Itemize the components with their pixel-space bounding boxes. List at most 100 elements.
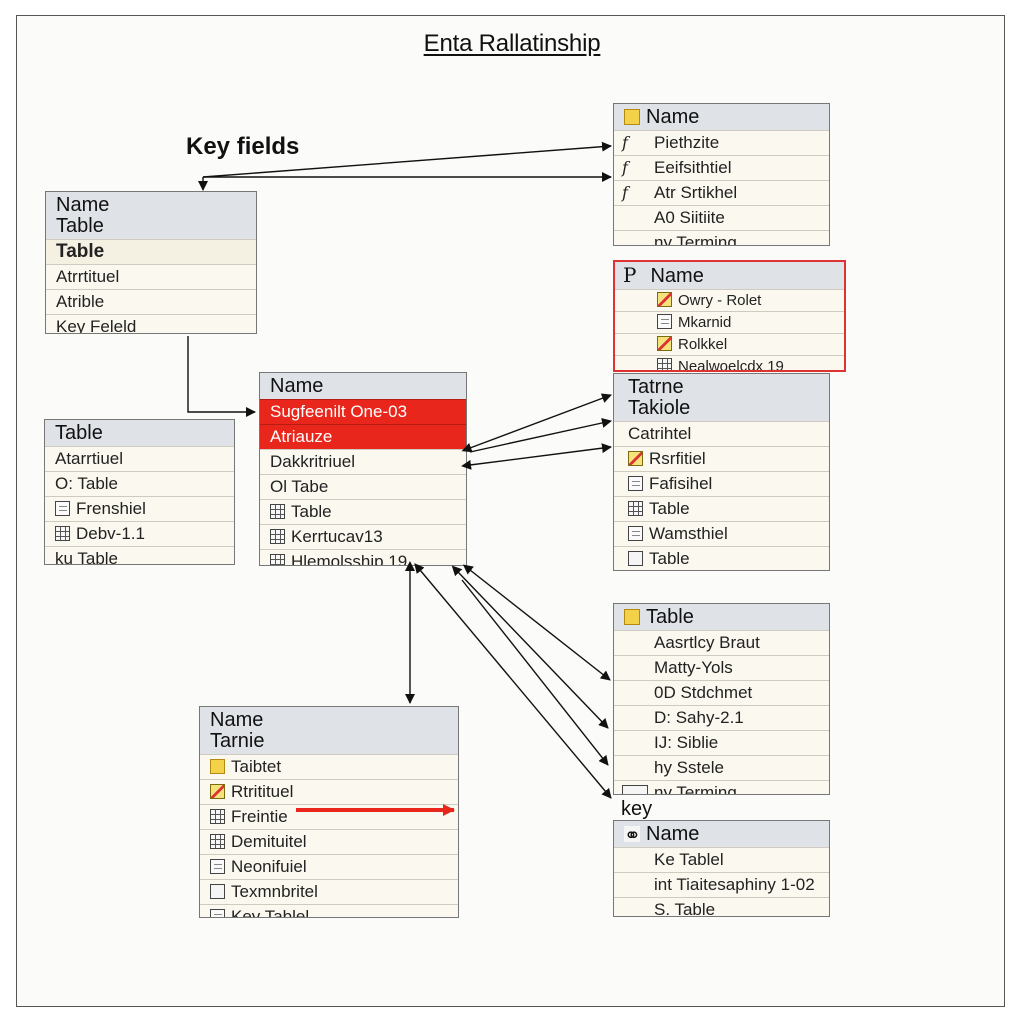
doc-icon bbox=[628, 476, 643, 491]
row-text: A0 Siitiite bbox=[654, 208, 725, 227]
edit-icon bbox=[657, 292, 672, 307]
entity-row[interactable]: Atrible bbox=[46, 289, 256, 314]
entity-header: Name Table bbox=[46, 192, 256, 239]
entity-table-2[interactable]: Table Atarrtiuel O: Table Frenshiel Debv… bbox=[44, 419, 235, 565]
entity-row[interactable]: Atarrtiuel bbox=[45, 446, 234, 471]
entity-row[interactable]: A0 Siitiite bbox=[614, 205, 829, 230]
entity-row[interactable]: D: Sahy-2.1 bbox=[614, 705, 829, 730]
entity-row[interactable]: Matty-Yols bbox=[614, 655, 829, 680]
grid-icon bbox=[210, 834, 225, 849]
entity-row[interactable]: ny Terming bbox=[614, 780, 829, 794]
entity-row[interactable]: Hlemolsship 19 bbox=[260, 549, 466, 565]
doc-icon bbox=[210, 909, 225, 917]
doc-icon bbox=[628, 526, 643, 541]
entity-table-right-lower[interactable]: Table Aasrtlcy Braut Matty-Yols 0D Stdch… bbox=[613, 603, 830, 795]
row-text: Wamsthiel bbox=[649, 524, 728, 543]
entity-header-line: Takiole bbox=[628, 397, 691, 419]
entity-row[interactable]: Ol Tabe bbox=[260, 474, 466, 499]
entity-header: Tatrne Takiole bbox=[614, 374, 829, 421]
entity-row[interactable]: Table bbox=[614, 546, 829, 570]
row-text: Demituitel bbox=[231, 832, 307, 851]
row-text: Fafisihel bbox=[649, 474, 713, 493]
entity-row[interactable]: Rolkkel bbox=[615, 333, 844, 355]
entity-row-highlighted[interactable]: Sugfeenilt One-03 bbox=[260, 399, 466, 424]
entity-header-line: Table bbox=[55, 422, 103, 444]
entity-row[interactable]: Table bbox=[614, 496, 829, 521]
row-text: Texmnbritel bbox=[231, 882, 318, 901]
link-icon bbox=[628, 551, 643, 566]
row-text: Eeifsithtiel bbox=[654, 158, 732, 177]
entity-row[interactable]: Kerrtucav13 bbox=[260, 524, 466, 549]
entity-row[interactable]: Key Tablel bbox=[200, 904, 458, 918]
entity-header-line: Name bbox=[650, 265, 704, 287]
row-text: Key Tablel bbox=[231, 907, 310, 918]
entity-header: Name bbox=[260, 373, 466, 399]
entity-row[interactable]: hy Sstele bbox=[614, 755, 829, 780]
entity-row[interactable]: O: Table bbox=[45, 471, 234, 496]
entity-row[interactable]: Key Feleld bbox=[46, 314, 256, 333]
row-text: Neonifuiel bbox=[231, 857, 307, 876]
entity-row[interactable]: Wamsthiel bbox=[614, 521, 829, 546]
entity-row[interactable]: Frenshiel bbox=[45, 496, 234, 521]
entity-row[interactable]: Neonifuiel bbox=[200, 854, 458, 879]
relationship-arrow bbox=[469, 418, 612, 453]
grid-icon bbox=[657, 358, 672, 370]
entity-header-line: Name bbox=[210, 709, 264, 731]
entity-row[interactable]: Table bbox=[46, 239, 256, 264]
entity-row[interactable]: Owry - Rolet bbox=[615, 289, 844, 311]
entity-header: ⚭Name bbox=[614, 821, 829, 847]
row-text: Freintie bbox=[231, 807, 288, 826]
key-fields-label: Key fields bbox=[186, 133, 300, 160]
entity-row[interactable]: S. Table bbox=[614, 897, 829, 916]
entity-row[interactable]: Rtritituel bbox=[200, 779, 458, 804]
edit-icon bbox=[628, 451, 643, 466]
link-icon bbox=[210, 859, 225, 874]
entity-row[interactable]: 0D Stdchmet bbox=[614, 680, 829, 705]
entity-table-right-middle[interactable]: Tatrne Takiole Catrihtel Rsrfitiel Fafis… bbox=[613, 373, 830, 571]
entity-row[interactable]: Ke Tablel bbox=[614, 847, 829, 872]
entity-row[interactable]: Table bbox=[260, 499, 466, 524]
entity-row[interactable]: ku Table bbox=[45, 546, 234, 564]
entity-row-highlighted[interactable]: Atriauze bbox=[260, 424, 466, 449]
entity-header: Table bbox=[614, 604, 829, 630]
entity-row[interactable]: Aasrtlcy Braut bbox=[614, 630, 829, 655]
entity-header-line: Name bbox=[646, 106, 700, 128]
row-text: Catrihtel bbox=[628, 424, 692, 443]
entity-row[interactable]: Debv-1.1 bbox=[45, 521, 234, 546]
entity-row[interactable]: Mkarnid bbox=[615, 311, 844, 333]
row-text: Rsrfitiel bbox=[649, 449, 706, 468]
entity-header-line: Tarnie bbox=[210, 730, 265, 752]
entity-row[interactable]: Dakkritriuel bbox=[260, 449, 466, 474]
entity-table-bottom-right[interactable]: ⚭Name Ke Tablel int Tiaitesaphiny 1-02 S… bbox=[613, 820, 830, 917]
entity-row[interactable]: Taibtet bbox=[200, 754, 458, 779]
grid-icon bbox=[270, 529, 285, 544]
grid-icon bbox=[628, 501, 643, 516]
entity-row[interactable]: int Tiaitesaphiny 1-02 bbox=[614, 872, 829, 897]
function-icon: f bbox=[622, 183, 628, 202]
entity-table-center[interactable]: Name Sugfeenilt One-03 Atriauze Dakkritr… bbox=[259, 372, 467, 566]
edit-icon bbox=[210, 784, 225, 799]
entity-header-line: Name bbox=[56, 194, 110, 216]
entity-row[interactable]: Nealwoelcdx 19 bbox=[615, 355, 844, 370]
entity-row[interactable]: IJ: Siblie bbox=[614, 730, 829, 755]
key-icon bbox=[624, 609, 640, 625]
entity-row[interactable]: Freintie bbox=[200, 804, 458, 829]
relation-icon bbox=[622, 785, 648, 794]
row-text: Owry - Rolet bbox=[678, 292, 762, 309]
entity-row[interactable]: Catrihtel bbox=[614, 421, 829, 446]
entity-row[interactable]: Rsrfitiel bbox=[614, 446, 829, 471]
entity-row[interactable]: Atrrtituel bbox=[46, 264, 256, 289]
grid-icon bbox=[270, 554, 285, 565]
entity-row[interactable]: Fafisihel bbox=[614, 471, 829, 496]
relationship-arrow bbox=[461, 579, 609, 766]
entity-row[interactable]: Demituitel bbox=[200, 829, 458, 854]
entity-table-1[interactable]: Name Table Table Atrrtituel Atrible Key … bbox=[45, 191, 257, 334]
key-icon bbox=[624, 109, 640, 125]
entity-row[interactable]: ny Terming bbox=[614, 230, 829, 245]
entity-row[interactable]: Texmnbritel bbox=[200, 879, 458, 904]
